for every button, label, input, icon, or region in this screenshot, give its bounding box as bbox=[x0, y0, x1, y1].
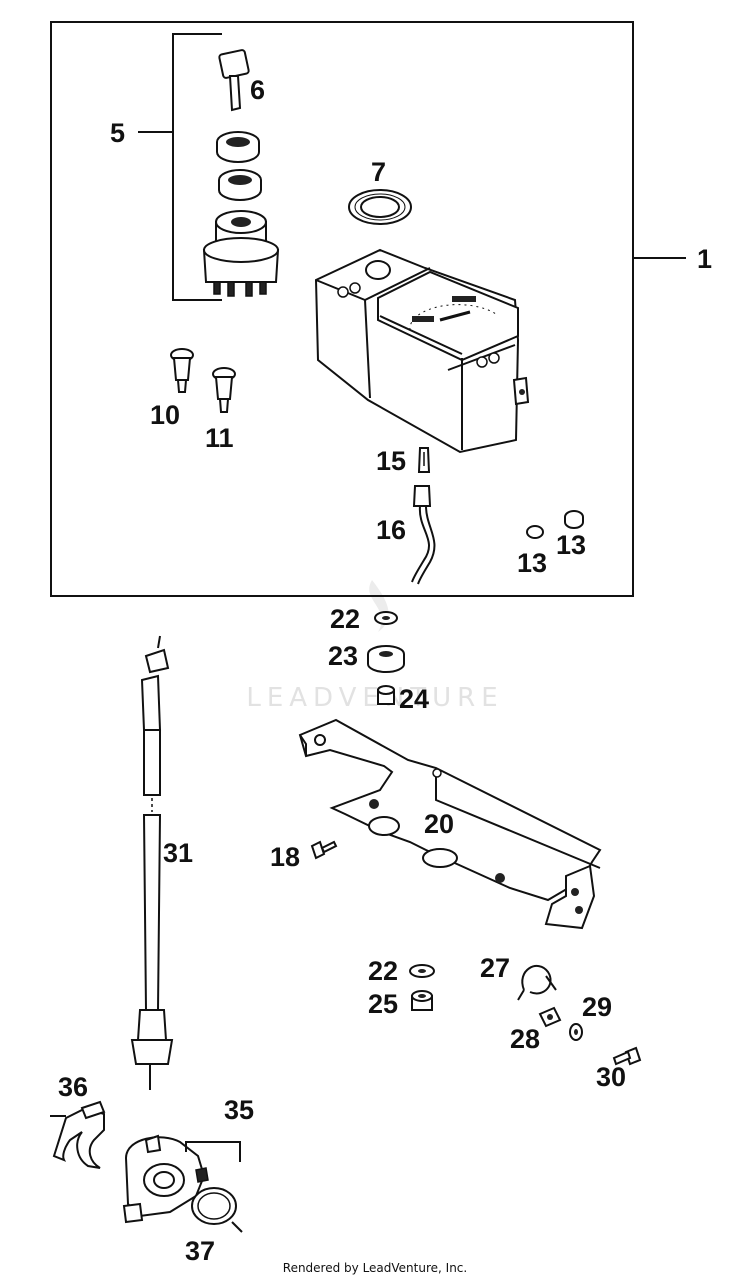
callout-11: 11 bbox=[205, 423, 234, 453]
callout-25: 25 bbox=[368, 989, 398, 1019]
callout-16: 16 bbox=[376, 515, 406, 545]
indicator-light-11 bbox=[212, 367, 236, 413]
watermark-text: LEADVENTURE bbox=[246, 683, 503, 713]
callout-10: 10 bbox=[150, 400, 180, 430]
watermark-logo: LEADVENTURE bbox=[246, 580, 503, 713]
callout-23: 23 bbox=[328, 641, 358, 671]
dash-gasket bbox=[348, 189, 412, 225]
speedometer-drive bbox=[122, 1134, 241, 1224]
ignition-switch bbox=[202, 210, 280, 297]
callout-24: 24 bbox=[399, 684, 429, 714]
bolt-18 bbox=[310, 840, 338, 860]
bulb bbox=[417, 447, 431, 473]
callout-6: 6 bbox=[250, 75, 265, 105]
cap-13-a bbox=[526, 525, 544, 539]
callout-22-lower: 22 bbox=[368, 956, 398, 986]
bulb-socket-wire bbox=[411, 485, 436, 585]
instrument-cluster bbox=[314, 248, 530, 454]
cable-clamp bbox=[50, 1100, 106, 1169]
washer-22-lower bbox=[409, 964, 435, 978]
callout-30: 30 bbox=[596, 1062, 626, 1092]
callout-37: 37 bbox=[185, 1236, 215, 1266]
mounting-bracket bbox=[298, 718, 602, 930]
footer-credit: Rendered by LeadVenture, Inc. bbox=[283, 1261, 467, 1275]
callout-7: 7 bbox=[371, 157, 386, 187]
ignition-group-bracket bbox=[138, 33, 222, 301]
callout-36: 36 bbox=[58, 1072, 88, 1102]
spacer-sleeve bbox=[377, 685, 395, 705]
washer-29 bbox=[569, 1023, 583, 1041]
speedometer-cable bbox=[130, 635, 174, 1090]
callout-5: 5 bbox=[110, 118, 125, 148]
rubber-grommet bbox=[367, 645, 405, 673]
indicator-light-10 bbox=[170, 348, 194, 393]
callout-13-b: 13 bbox=[556, 530, 586, 560]
nut-28 bbox=[538, 1006, 562, 1028]
callout-35: 35 bbox=[224, 1095, 254, 1125]
cable-clip bbox=[517, 965, 557, 1001]
callout-28: 28 bbox=[510, 1024, 540, 1054]
callout-29: 29 bbox=[582, 992, 612, 1022]
ignition-ring-lower bbox=[218, 169, 262, 201]
callout-20: 20 bbox=[424, 809, 454, 839]
assembly-frame bbox=[50, 21, 634, 597]
callout-27: 27 bbox=[480, 953, 510, 983]
ignition-ring-upper bbox=[216, 131, 260, 163]
cap-13-b bbox=[564, 510, 584, 529]
ignition-key bbox=[218, 49, 250, 112]
washer-22-top bbox=[374, 611, 398, 625]
callout-13-a: 13 bbox=[517, 548, 547, 578]
retaining-ring bbox=[191, 1187, 243, 1233]
callout-18: 18 bbox=[270, 842, 300, 872]
callout-1: 1 bbox=[697, 244, 712, 274]
callout-31: 31 bbox=[163, 838, 193, 868]
nut-25 bbox=[411, 990, 433, 1011]
callout-22-top: 22 bbox=[330, 604, 360, 634]
screw-30 bbox=[612, 1046, 642, 1066]
callout-15: 15 bbox=[376, 446, 406, 476]
